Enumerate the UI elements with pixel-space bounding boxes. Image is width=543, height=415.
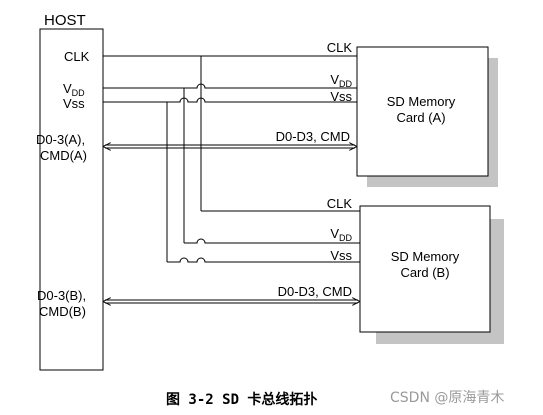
card-a-vss-label: Vss <box>330 89 352 104</box>
card-a-name-line1: SD Memory <box>387 94 456 109</box>
sd-bus-topology-diagram: HOST CLK VDD Vss D0-3(A), CMD(A) D0-3(B)… <box>36 12 504 371</box>
vdd-line-b <box>184 238 360 244</box>
watermark: CSDN @原海青木 <box>390 390 505 406</box>
host-vdd-label: VDD <box>63 81 85 98</box>
host-vss-label: Vss <box>63 96 85 111</box>
card-b-clk-label: CLK <box>327 196 353 211</box>
vdd-line-a <box>103 83 357 89</box>
card-b-vdd-main: V <box>330 226 339 241</box>
host-bus-b-line1: D0-3(B), <box>37 288 86 303</box>
host-vdd-main: V <box>63 81 72 96</box>
card-b-vss-label: Vss <box>330 248 352 263</box>
card-a-vdd-main: V <box>330 72 339 87</box>
card-a-bus-label: D0-D3, CMD <box>276 129 350 144</box>
card-b-vdd-label: VDD <box>330 226 352 243</box>
card-a-clk-label: CLK <box>327 40 353 55</box>
host-title: HOST <box>44 12 86 29</box>
host-vdd-sub: DD <box>72 88 85 98</box>
host-bus-b-line2: CMD(B) <box>39 304 86 319</box>
card-a-vdd-label: VDD <box>330 72 352 89</box>
card-b-vdd-sub: DD <box>339 233 352 243</box>
host-block <box>39 28 104 371</box>
card-a-name-line2: Card (A) <box>396 110 445 125</box>
vss-line-b <box>167 257 360 263</box>
card-b-block <box>359 205 491 333</box>
card-a-block <box>356 46 489 177</box>
card-b-name-line2: Card (B) <box>400 265 449 280</box>
card-b-name-line1: SD Memory <box>391 249 460 264</box>
figure-caption: 图 3-2 SD 卡总线拓扑 <box>166 392 318 408</box>
host-bus-a-line2: CMD(A) <box>40 148 87 163</box>
host-bus-a-line1: D0-3(A), <box>36 132 85 147</box>
vss-line-a <box>103 97 357 103</box>
card-a-vdd-sub: DD <box>339 79 352 89</box>
host-clk-label: CLK <box>64 49 90 64</box>
card-b-bus-label: D0-D3, CMD <box>278 284 352 299</box>
